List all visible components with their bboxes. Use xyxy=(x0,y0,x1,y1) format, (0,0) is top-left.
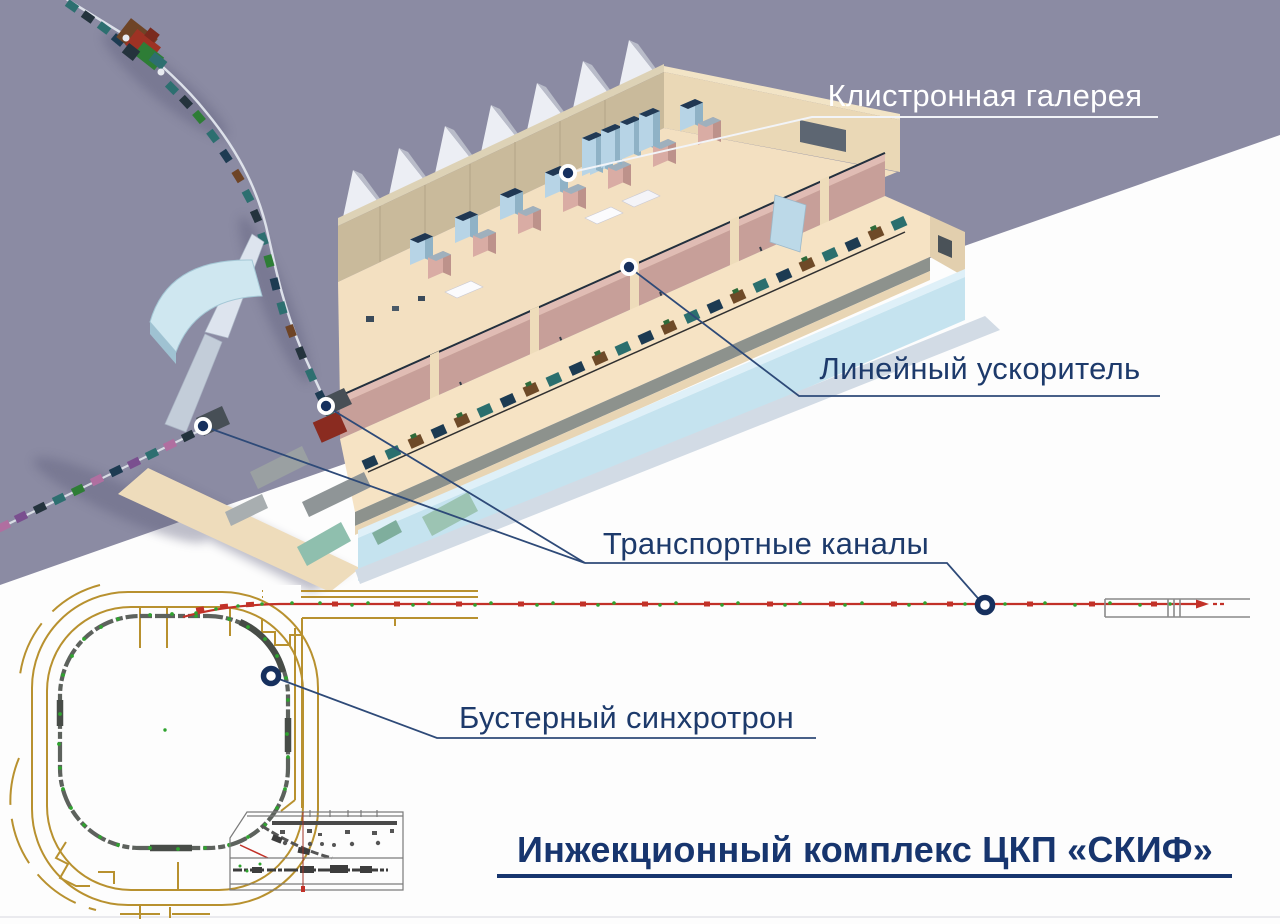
outer-blue-wall xyxy=(355,269,1000,584)
callout-line-transport-a xyxy=(202,425,586,564)
beam-dump xyxy=(312,411,348,443)
tunnel-walls-gold xyxy=(9,584,478,919)
callout-label-linac: Линейный ускоритель xyxy=(819,351,1141,386)
linac-tunnel xyxy=(312,196,965,512)
callout-line-booster xyxy=(270,675,816,739)
beamline-cluster xyxy=(116,18,168,76)
transport-end-structure xyxy=(1104,598,1250,618)
roof-buttresses xyxy=(342,40,662,222)
ring-quadrupoles xyxy=(57,612,290,851)
marker-booster xyxy=(260,665,282,687)
building-ground xyxy=(118,468,360,592)
marker-transport-line xyxy=(974,594,996,616)
plan-equipment-row xyxy=(280,829,394,847)
external-beamline-upper xyxy=(64,0,338,424)
booster-plan-2d xyxy=(9,584,478,919)
callout-markers xyxy=(194,164,996,687)
callout-line-klystron xyxy=(567,116,1158,174)
callout-label-booster: Бустерный синхротрон xyxy=(458,700,794,735)
title-underline xyxy=(497,874,1232,878)
tunnel-front-wall xyxy=(355,257,930,526)
callout-label-transport: Транспортные каналы xyxy=(602,526,930,561)
ring-beamline xyxy=(57,613,291,851)
transport-quadrupoles xyxy=(194,601,1172,615)
marker-linac xyxy=(620,258,638,276)
callout-line-transport-b xyxy=(325,405,586,564)
callout-underline-transport xyxy=(585,562,984,605)
callout-lines xyxy=(202,116,1160,739)
end-wall-window xyxy=(800,120,846,152)
building-3d xyxy=(118,40,1000,592)
end-wall xyxy=(664,66,900,172)
transport-line-2d xyxy=(182,598,1250,619)
marker-transport-b xyxy=(317,397,335,415)
marker-klystron-gallery xyxy=(559,164,577,182)
transport-dipoles xyxy=(195,601,1157,613)
external-beamline-lower xyxy=(0,427,206,533)
marker-transport-a xyxy=(194,417,212,435)
callout-line-linac xyxy=(628,266,1160,397)
back-wall xyxy=(338,64,664,282)
pink-wall xyxy=(339,151,886,439)
klystron-cabinets xyxy=(366,99,721,322)
transport-beamline xyxy=(182,602,1196,619)
linac-plan-2d xyxy=(229,810,404,892)
page-title: Инжекционный комплекс ЦКП «СКИФ» xyxy=(517,829,1213,870)
left-end-structures xyxy=(149,233,478,566)
callout-label-klystron-gallery: Клистронная галерея xyxy=(827,78,1143,113)
